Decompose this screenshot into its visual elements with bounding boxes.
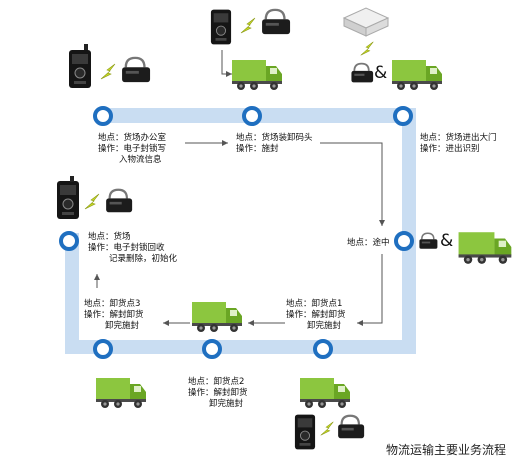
diagram-title: 物流运输主要业务流程 <box>386 443 507 457</box>
yard-devices <box>56 176 134 220</box>
e-seal-lock-icon <box>418 232 439 250</box>
truck-icon <box>458 232 512 264</box>
yard-place: 地点：货场 <box>88 232 131 242</box>
fixed-reader-icon <box>342 7 390 37</box>
office-operation: 操作：电子封锁写 <box>98 144 167 154</box>
handheld-reader-icon <box>294 414 316 450</box>
station-label-dock: 地点：货场装卸码头 操作：施封 <box>236 133 313 155</box>
arrow-dock-to-transit <box>320 142 385 226</box>
node-gate <box>393 106 413 126</box>
unload2-operation: 操作：解封卸货 <box>188 388 248 398</box>
e-seal-lock-icon <box>120 56 152 84</box>
unload3-place: 地点：卸货点3 <box>84 299 141 309</box>
station-label-yard: 地点：货场 操作：电子封锁回收 记录删除，初始化 <box>88 232 177 265</box>
node-transit <box>394 231 414 251</box>
e-seal-lock-icon <box>337 414 366 440</box>
node-unload3 <box>93 339 113 359</box>
unload3-operation: 操作：解封卸货 <box>84 310 144 320</box>
office-operation-cont: 入物流信息 <box>119 155 162 165</box>
flow-arrows <box>94 50 385 326</box>
unload1-operation: 操作：解封卸货 <box>286 310 346 320</box>
unload1-place: 地点：卸货点1 <box>286 299 343 309</box>
handheld-reader-icon <box>56 180 80 220</box>
station-label-transit: 地点：途中 <box>347 238 390 249</box>
dock-place: 地点：货场装卸码头 <box>236 133 313 143</box>
handheld-reader-icon <box>68 49 92 89</box>
unload2-place: 地点：卸货点2 <box>188 377 245 387</box>
transit-place: 地点：途中 <box>347 238 390 248</box>
dock-operation: 操作：施封 <box>236 144 279 154</box>
wireless-signal-icon <box>320 421 334 436</box>
ampersand-gate: & <box>374 63 388 83</box>
wireless-signal-icon <box>240 17 256 34</box>
handheld-reader-icon <box>210 9 232 45</box>
truck-icon <box>300 378 350 408</box>
node-unload2 <box>202 339 222 359</box>
e-seal-lock-icon <box>260 8 292 36</box>
station-label-office: 地点：货场办公室 操作：电子封锁写 入物流信息 <box>98 133 166 166</box>
dock-devices <box>210 8 292 90</box>
ampersand-transit: & <box>440 231 454 251</box>
wireless-signal-icon <box>84 193 100 210</box>
truck-icon <box>96 378 146 408</box>
truck-icon <box>232 60 282 90</box>
e-seal-lock-icon <box>105 188 134 214</box>
unload1-operation-cont: 卸完施封 <box>307 321 342 331</box>
gate-operation: 操作：进出识别 <box>420 144 480 154</box>
station-label-gate: 地点：货场进出大门 操作：进出识别 <box>420 133 497 155</box>
node-dock <box>242 106 262 126</box>
truck-icon <box>392 60 442 90</box>
yard-operation: 操作：电子封锁回收 <box>88 243 165 253</box>
gate-devices <box>342 7 442 90</box>
node-unload1 <box>313 339 333 359</box>
wireless-signal-icon <box>100 63 116 80</box>
station-label-unload3: 地点：卸货点3 操作：解封卸货 卸完施封 <box>84 299 144 332</box>
e-seal-lock-icon <box>350 62 375 84</box>
truck-icon <box>192 302 242 332</box>
antenna-icon <box>70 176 74 182</box>
unload2-operation-cont: 卸完施封 <box>209 399 244 409</box>
antenna-icon <box>84 44 88 50</box>
station-nodes <box>59 106 414 359</box>
yard-operation-cont: 记录删除，初始化 <box>109 254 178 264</box>
node-yard <box>59 231 79 251</box>
unload3-operation-cont: 卸完施封 <box>105 321 140 331</box>
arrow-reader-to-truck-dock <box>221 50 232 77</box>
gate-place: 地点：货场进出大门 <box>420 133 497 143</box>
station-label-unload2: 地点：卸货点2 操作：解封卸货 卸完施封 <box>188 377 248 410</box>
station-label-unload1: 地点：卸货点1 操作：解封卸货 卸完施封 <box>286 299 346 332</box>
wireless-signal-icon <box>360 41 374 56</box>
node-office <box>93 106 113 126</box>
transit-devices <box>418 232 512 264</box>
office-devices <box>68 44 152 89</box>
arrow-transit-to-unload1 <box>357 254 383 326</box>
office-place: 地点：货场办公室 <box>98 133 167 143</box>
